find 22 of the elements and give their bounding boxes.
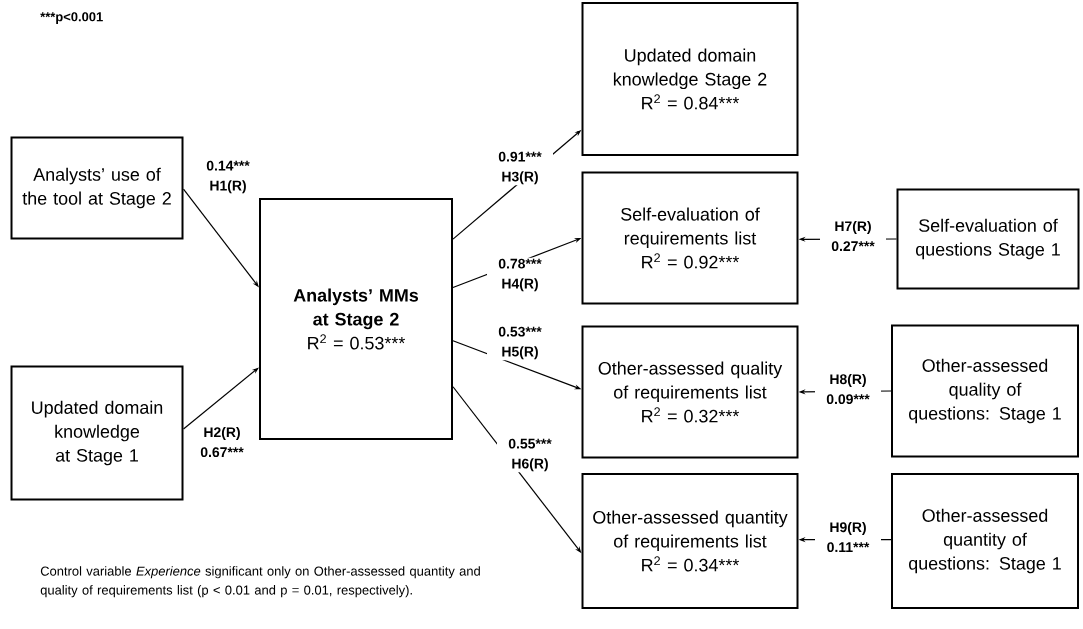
box: Self-evaluation of questions Stage 1 [896, 188, 1080, 290]
box: Self-evaluation of requirements list R$^{2}$ = 0.92*** [581, 171, 799, 305]
box: Updated domain knowledge Stage 2 R$^{2}$ = 0.84*** [581, 2, 799, 156]
edge-label: 0.55*** H6(R) [497, 437, 563, 473]
edge-label: H9(R) 0.11*** [815, 520, 881, 554]
box: Other-assessed quantity of requirements list R$^{2}$ = 0.34*** [581, 473, 799, 609]
edge-label: H7(R) 0.27*** [820, 219, 886, 253]
arrow [182, 367, 259, 430]
edge-label: H2(R) 0.67*** [189, 425, 255, 459]
box: Analysts’ MMs at Stage 2 R$^{2}$ = 0.53*** [259, 198, 453, 440]
edge-label: 0.53*** H5(R) [487, 325, 553, 361]
box: Other-assessed quantity of questions: Stage 1 [891, 473, 1079, 609]
footnote: Control variable Experience significant only on Other-assessed quantity and quality of requirements list (p < 0.01 and p = 0.01, respectively). [40, 566, 480, 598]
edge-label: 0.91*** H3(R) [487, 150, 553, 186]
box: Other-assessed quality of questions: Stage 1 [891, 324, 1079, 458]
box: Other-assessed quality of requirements list R$^{2}$ = 0.32*** [581, 325, 799, 459]
edge-label: 0.14*** H1(R) [206, 160, 250, 194]
edge-label: H8(R) 0.09*** [815, 372, 881, 406]
edge-label: 0.78*** H4(R) [487, 257, 553, 293]
box: Analysts’ use of the tool at Stage 2 [10, 136, 184, 240]
box: Updated domain knowledge at Stage 1 [10, 365, 184, 501]
significance-note: ***p<0.001 [40, 12, 103, 24]
